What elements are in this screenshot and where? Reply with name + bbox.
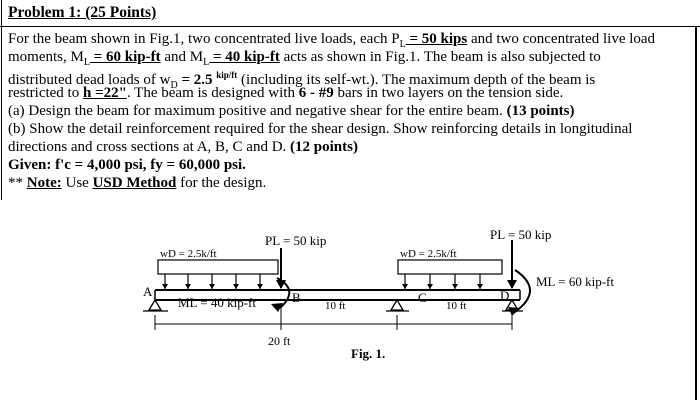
text-line-5: (a) Design the beam for maximum positive… bbox=[8, 103, 575, 119]
distributed-load-left-label: wD = 2.5k/ft bbox=[160, 248, 217, 260]
point-load-left-label: PL = 50 kip bbox=[265, 233, 326, 248]
text-line-6: (b) Show the detail reinforcement requir… bbox=[8, 121, 633, 137]
frame-right-border bbox=[695, 26, 697, 400]
frame-left-border bbox=[1, 0, 2, 200]
distributed-load-right bbox=[397, 259, 503, 275]
beam-diagram-svg: PL = 50 kip PL = 50 kip wD = 2.5k/ft wD … bbox=[143, 227, 614, 361]
distributed-load-right-label: wD = 2.5k/ft bbox=[400, 248, 457, 260]
moment-left-curve bbox=[276, 277, 291, 309]
distributed-load-left bbox=[157, 259, 279, 275]
moment-left-label: ML = 40 kip-ft bbox=[178, 295, 256, 310]
dim-20ft: 20 ft bbox=[268, 334, 291, 348]
support-a bbox=[147, 298, 163, 311]
text-line-2: moments, ML = 60 kip-ft and ML = 40 kip-… bbox=[8, 49, 601, 68]
problem-title: Problem 1: (25 Points) bbox=[8, 4, 157, 21]
beam-figure: PL = 50 kip PL = 50 kip wD = 2.5k/ft wD … bbox=[0, 220, 700, 410]
text-line-1: For the beam shown in Fig.1, two concent… bbox=[8, 31, 656, 50]
text-line-9: ** Note: Use USD Method for the design. bbox=[8, 175, 267, 191]
point-load-right-head bbox=[507, 280, 517, 289]
point-c-label: C bbox=[418, 290, 427, 305]
distributed-load-right-heads bbox=[402, 284, 483, 289]
text-line-3: distributed dead loads of wD = 2.5 kip/f… bbox=[8, 70, 596, 91]
point-load-right-label: PL = 50 kip bbox=[490, 227, 551, 242]
point-b-label: B bbox=[292, 290, 301, 305]
figure-caption: Fig. 1. bbox=[351, 346, 385, 361]
frame-top-border bbox=[0, 26, 700, 27]
point-d-label: D bbox=[500, 288, 509, 303]
text-line-8: Given: f'c = 4,000 psi, fy = 60,000 psi. bbox=[8, 157, 246, 173]
support-c bbox=[389, 298, 405, 311]
moment-left-head bbox=[271, 303, 283, 312]
point-a-label: A bbox=[143, 284, 153, 299]
distributed-load-right-arrows bbox=[404, 274, 481, 289]
dim-10ft-right: 10 ft bbox=[446, 300, 466, 312]
dim-10ft-left: 10 ft bbox=[325, 300, 345, 312]
text-line-7: directions and cross sections at A, B, C… bbox=[8, 139, 358, 155]
support-d bbox=[504, 298, 520, 311]
text-line-4: restricted to h =22". The beam is design… bbox=[8, 85, 564, 101]
distributed-load-left-heads bbox=[162, 284, 263, 289]
moment-right-label: ML = 60 kip-ft bbox=[536, 274, 614, 289]
